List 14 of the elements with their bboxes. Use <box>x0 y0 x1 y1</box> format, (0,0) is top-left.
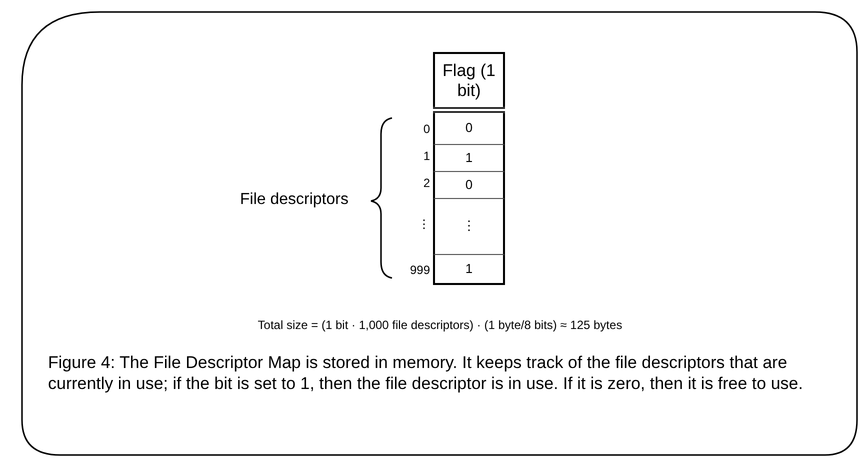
row-index: 999 <box>408 262 430 280</box>
table-cell: 0 <box>433 113 505 145</box>
row-index: ⋮ <box>417 216 430 234</box>
table-cell: 1 <box>433 255 505 285</box>
row-index: 2 <box>422 175 430 192</box>
formula-text: Total size = (1 bit · 1,000 file descriptors) · (1 byte/8 bits) ≈ 125 bytes <box>256 317 624 334</box>
column-header: Flag (1 bit) <box>433 52 505 107</box>
figure-caption: Figure 4: The File Descriptor Map is stored in memory. It keeps track of the file descriptors that are currently in use; if the bit is set to 1, then the file descriptor is in use. If it is zero, then it is free to use. <box>48 352 804 394</box>
table-cell: ⋮ <box>433 199 505 255</box>
table-cell: 1 <box>433 145 505 172</box>
row-index: 1 <box>422 148 430 166</box>
brace-label: File descriptors <box>240 190 350 210</box>
table-cell: 0 <box>433 172 505 199</box>
row-index: 0 <box>422 121 430 138</box>
